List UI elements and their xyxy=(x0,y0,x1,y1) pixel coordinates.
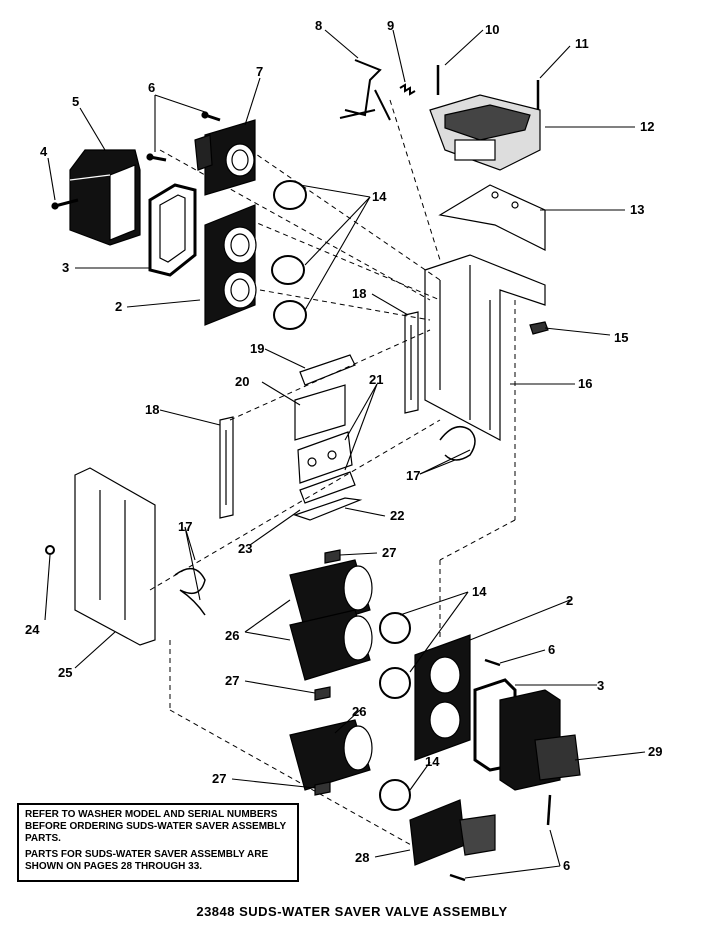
part-spring xyxy=(399,83,416,96)
part-clips-lower xyxy=(379,612,411,811)
part-bracket-lower xyxy=(74,467,156,646)
callout-label: 29 xyxy=(648,744,662,759)
callout-label: 8 xyxy=(315,18,322,33)
callout-label: 17 xyxy=(406,468,420,483)
part-strip-18 xyxy=(219,311,419,519)
callout-label: 14 xyxy=(472,584,487,599)
callout-label: 15 xyxy=(614,330,628,345)
part-lever xyxy=(339,59,391,121)
callout-label: 2 xyxy=(566,593,573,608)
part-shield xyxy=(438,184,546,251)
callout-label: 19 xyxy=(250,341,264,356)
leader-lines xyxy=(44,29,646,879)
callout-label: 3 xyxy=(62,260,69,275)
callout-label: 22 xyxy=(390,508,404,523)
callout-label: 17 xyxy=(178,519,192,534)
part-coupler-28 xyxy=(409,799,496,866)
part-screw-4 xyxy=(51,198,79,210)
callout-label: 10 xyxy=(485,22,499,37)
callout-label: 12 xyxy=(640,119,654,134)
callout-label: 27 xyxy=(225,673,239,688)
part-housing xyxy=(69,149,141,246)
callout-label: 2 xyxy=(115,299,122,314)
callout-label: 5 xyxy=(72,94,79,109)
callout-label: 3 xyxy=(597,678,604,693)
callout-label: 16 xyxy=(578,376,592,391)
callout-label: 20 xyxy=(235,374,249,389)
callout-label: 26 xyxy=(352,704,366,719)
callout-label: 18 xyxy=(145,402,159,417)
part-nut-24 xyxy=(45,545,55,555)
callout-label: 4 xyxy=(40,144,48,159)
part-housing-lower xyxy=(499,689,581,791)
callout-label: 24 xyxy=(25,622,40,637)
callout-label: 27 xyxy=(212,771,226,786)
callout-label: 28 xyxy=(355,850,369,865)
part-gasket-upper xyxy=(148,183,197,277)
callout-label: 6 xyxy=(148,80,155,95)
callout-label: 27 xyxy=(382,545,396,560)
note-line-1: REFER TO WASHER MODEL AND SERIAL NUMBERS… xyxy=(25,809,286,844)
callout-label: 25 xyxy=(58,665,72,680)
callout-labels: 5 4 6 7 3 2 8 9 10 11 12 13 14 18 15 19 … xyxy=(25,18,662,873)
callout-label: 9 xyxy=(387,18,394,33)
callout-label: 21 xyxy=(369,372,383,387)
callout-label: 23 xyxy=(238,541,252,556)
callout-label: 6 xyxy=(563,858,570,873)
part-coupler-7 xyxy=(194,119,256,196)
callout-label: 13 xyxy=(630,202,644,217)
note-line-2: PARTS FOR SUDS-WATER SAVER ASSEMBLY ARE … xyxy=(25,849,269,872)
callout-label: 11 xyxy=(575,36,589,51)
part-screw-6-lower xyxy=(449,658,552,882)
callout-label: 7 xyxy=(256,64,263,79)
part-valve-body-upper xyxy=(204,204,257,326)
part-hinge-17 xyxy=(174,425,476,616)
callout-label: 14 xyxy=(372,189,387,204)
part-clips-upper xyxy=(271,180,307,330)
part-clips-27 xyxy=(314,549,341,796)
ordering-note: REFER TO WASHER MODEL AND SERIAL NUMBERS… xyxy=(17,803,299,882)
callout-label: 26 xyxy=(225,628,239,643)
part-bracket-upper xyxy=(424,254,546,441)
diagram-caption: 23848 SUDS-WATER SAVER VALVE ASSEMBLY xyxy=(196,904,508,919)
part-cylinders xyxy=(289,559,373,791)
part-clip-15 xyxy=(529,321,549,335)
callout-label: 14 xyxy=(425,754,440,769)
assembly-guide-lines xyxy=(149,99,516,851)
part-solenoid xyxy=(429,94,541,171)
callout-label: 18 xyxy=(352,286,366,301)
callout-label: 6 xyxy=(548,642,555,657)
part-plates xyxy=(293,354,363,521)
part-valve-body-lower xyxy=(414,634,471,761)
